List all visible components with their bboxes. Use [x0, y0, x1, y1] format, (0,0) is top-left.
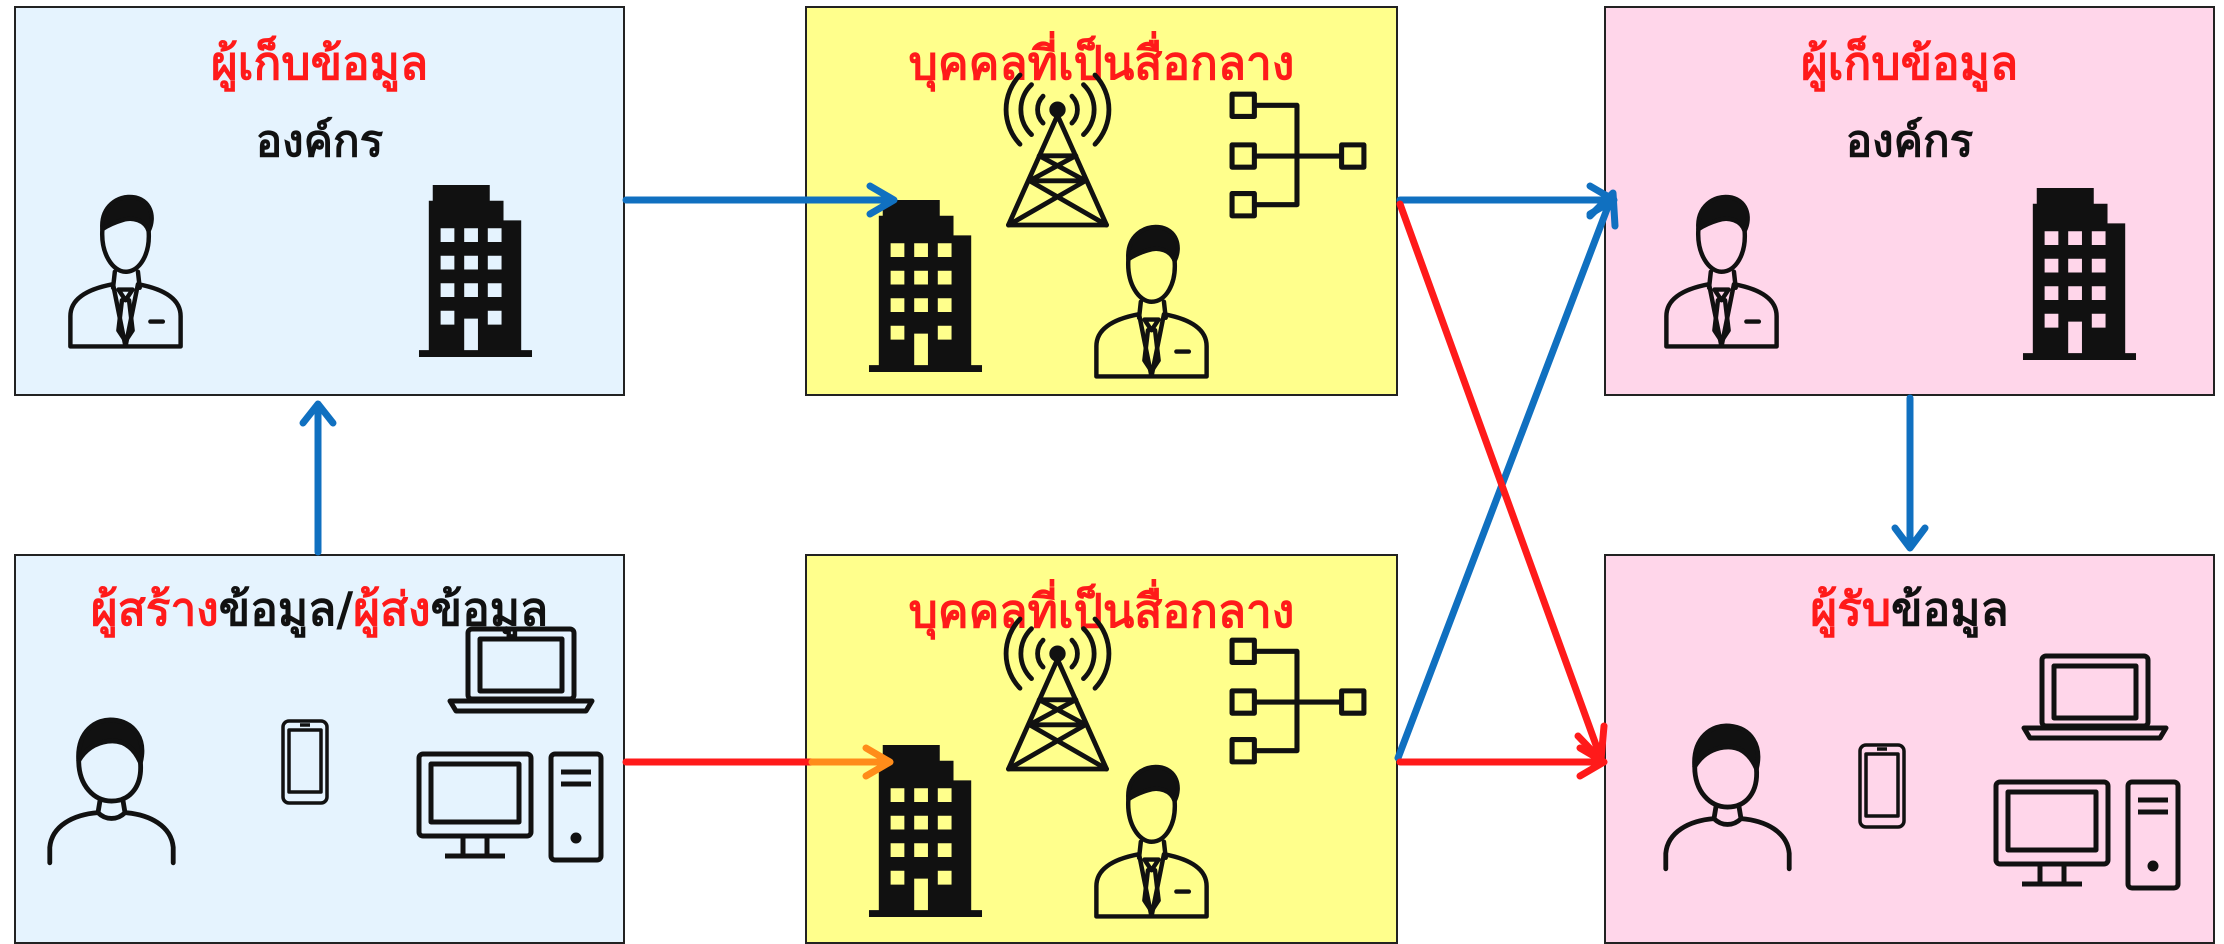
creator-title-part1: ผู้สร้าง	[90, 582, 219, 636]
creator-title-part4: ข้อมูล	[430, 582, 549, 636]
collector-right-title: ผู้เก็บข้อมูล	[1800, 36, 2019, 90]
arrow-bottom-intermediary-to-collector	[1394, 189, 1619, 762]
receiver-title-part1: ผู้รับ	[1810, 582, 1892, 636]
arrow-intermediary-to-receiver	[1396, 744, 1608, 780]
arrow-creator-to-collector	[299, 400, 337, 556]
creator-title: ผู้สร้างข้อมูล/ผู้ส่งข้อมูล	[16, 586, 623, 632]
creator-title-part3: ผู้ส่ง	[353, 582, 431, 636]
creator-title-part2: ข้อมูล/	[218, 582, 354, 636]
receiver-title-part2: ข้อมูล	[1891, 582, 2009, 636]
collector-left-subtitle: องค์กร	[255, 116, 384, 167]
arrow-creator-to-intermediary	[622, 744, 894, 780]
arrow-collector-to-receiver	[1891, 394, 1929, 552]
arrow-collector-to-intermediary	[622, 182, 898, 218]
collector-left-title: ผู้เก็บข้อมูล	[210, 36, 429, 90]
receiver-title: ผู้รับข้อมูล	[1606, 586, 2213, 632]
collector-right-subtitle: องค์กร	[1845, 116, 1974, 167]
intermediary-top-title: บุคคลที่เป็นสื่อกลาง	[908, 36, 1295, 90]
arrow-intermediary-to-collector	[1396, 182, 1618, 218]
